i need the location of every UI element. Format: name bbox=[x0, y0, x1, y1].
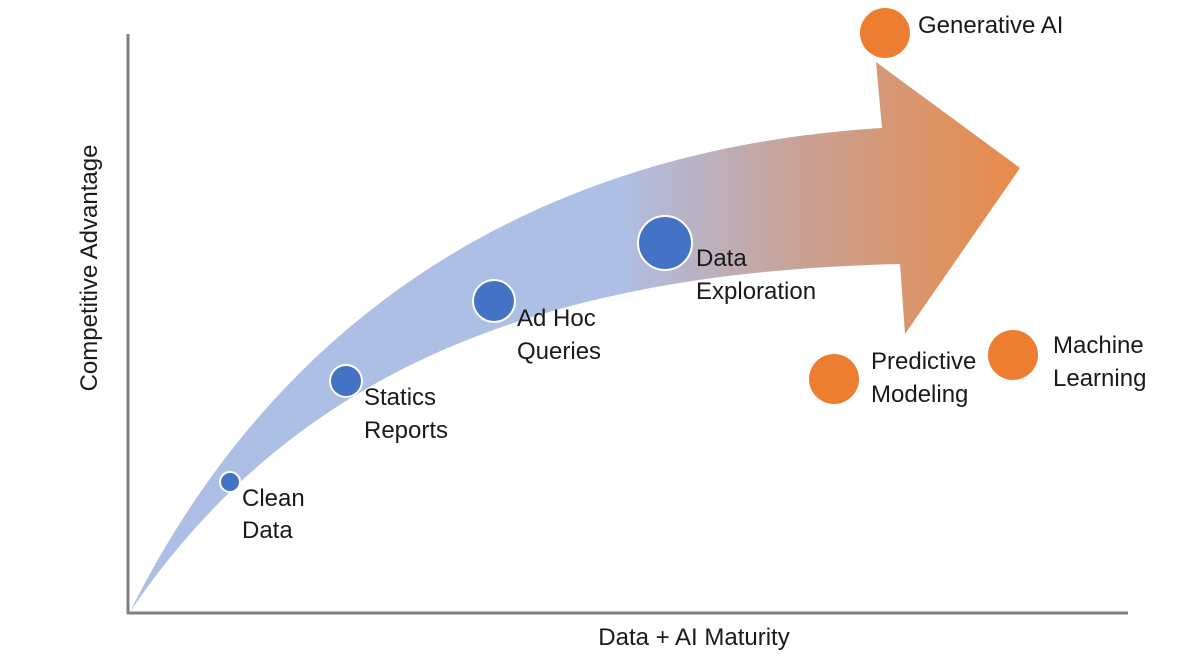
clean-data-label: Clean Data bbox=[242, 485, 311, 544]
clean-data-node bbox=[219, 471, 241, 493]
growth-arrow bbox=[130, 62, 1020, 612]
predictive-modeling-label: Predictive Modeling bbox=[871, 348, 983, 408]
ad-hoc-queries-node bbox=[472, 279, 516, 323]
x-axis-label: Data + AI Maturity bbox=[598, 624, 789, 651]
statics-reports-label: Statics Reports bbox=[364, 384, 448, 444]
data-exploration-node bbox=[637, 215, 693, 271]
machine-learning-label: Machine Learning bbox=[1053, 332, 1150, 392]
statics-reports-node bbox=[329, 364, 363, 398]
data-exploration-label: Data Exploration bbox=[696, 245, 816, 305]
generative-ai-node bbox=[860, 8, 910, 58]
predictive-modeling-node bbox=[809, 354, 859, 404]
machine-learning-node bbox=[988, 330, 1038, 380]
generative-ai-label: Generative AI bbox=[918, 12, 1063, 39]
y-axis-label: Competitive Advantage bbox=[76, 145, 103, 392]
ad-hoc-queries-label: Ad Hoc Queries bbox=[517, 305, 602, 365]
